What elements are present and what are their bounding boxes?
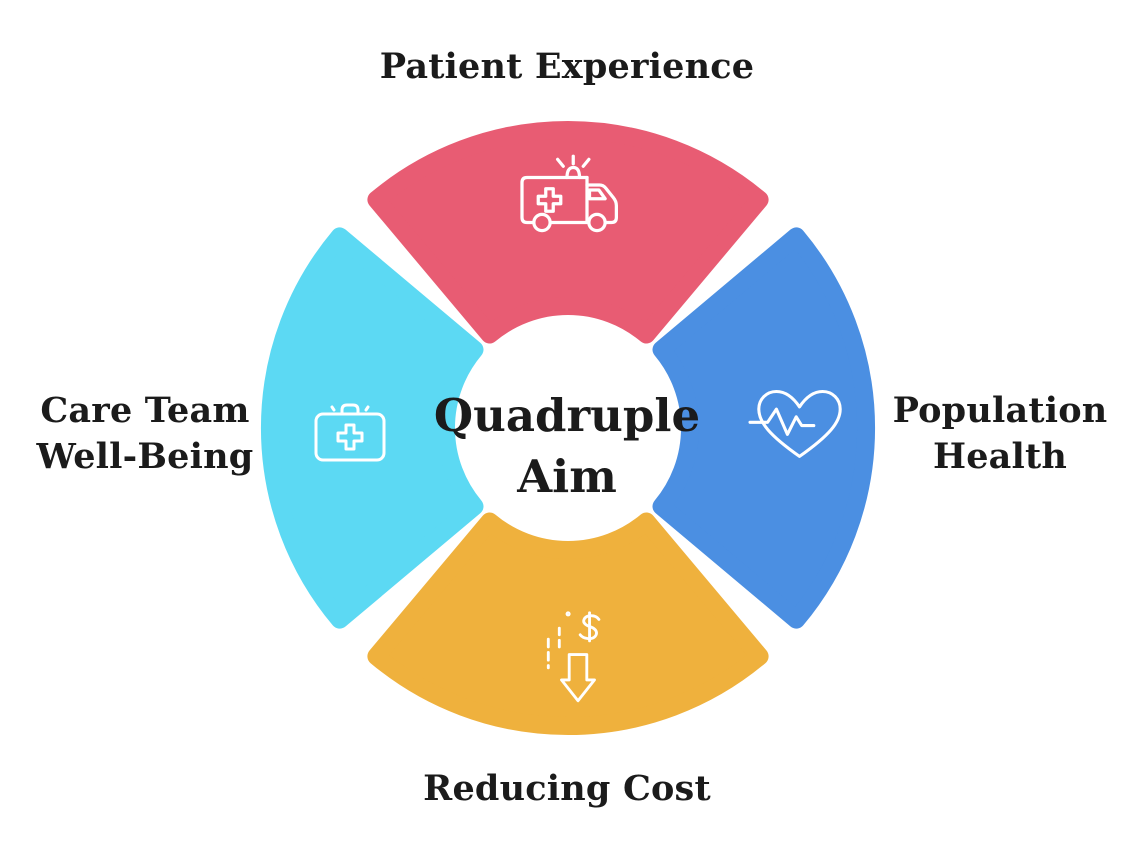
first-aid-kit-icon	[314, 403, 386, 462]
label-line: Health	[932, 436, 1068, 478]
ambulance-icon	[520, 154, 618, 233]
segment-reducing-cost	[367, 512, 769, 735]
diagram-title-line: Quadruple	[433, 389, 701, 442]
label-line: Care Team	[40, 390, 250, 431]
segment-population-health	[652, 227, 875, 629]
label-line: Population	[892, 390, 1108, 431]
label-population-health: Population Health	[870, 388, 1130, 480]
dollar-decrease-arrow-icon	[546, 611, 601, 703]
segment-care-team-well-being	[261, 227, 484, 629]
label-care-team-well-being: Care Team Well-Being	[10, 388, 280, 480]
diagram-title: Quadruple Aim	[0, 386, 1134, 508]
label-patient-experience: Patient Experience	[379, 46, 755, 87]
heart-pulse-icon	[748, 389, 842, 458]
segment-patient-experience	[367, 121, 769, 344]
diagram-title-line: Aim	[517, 449, 617, 503]
label-line: Well-Being	[36, 436, 254, 478]
label-reducing-cost: Reducing Cost	[423, 768, 711, 809]
